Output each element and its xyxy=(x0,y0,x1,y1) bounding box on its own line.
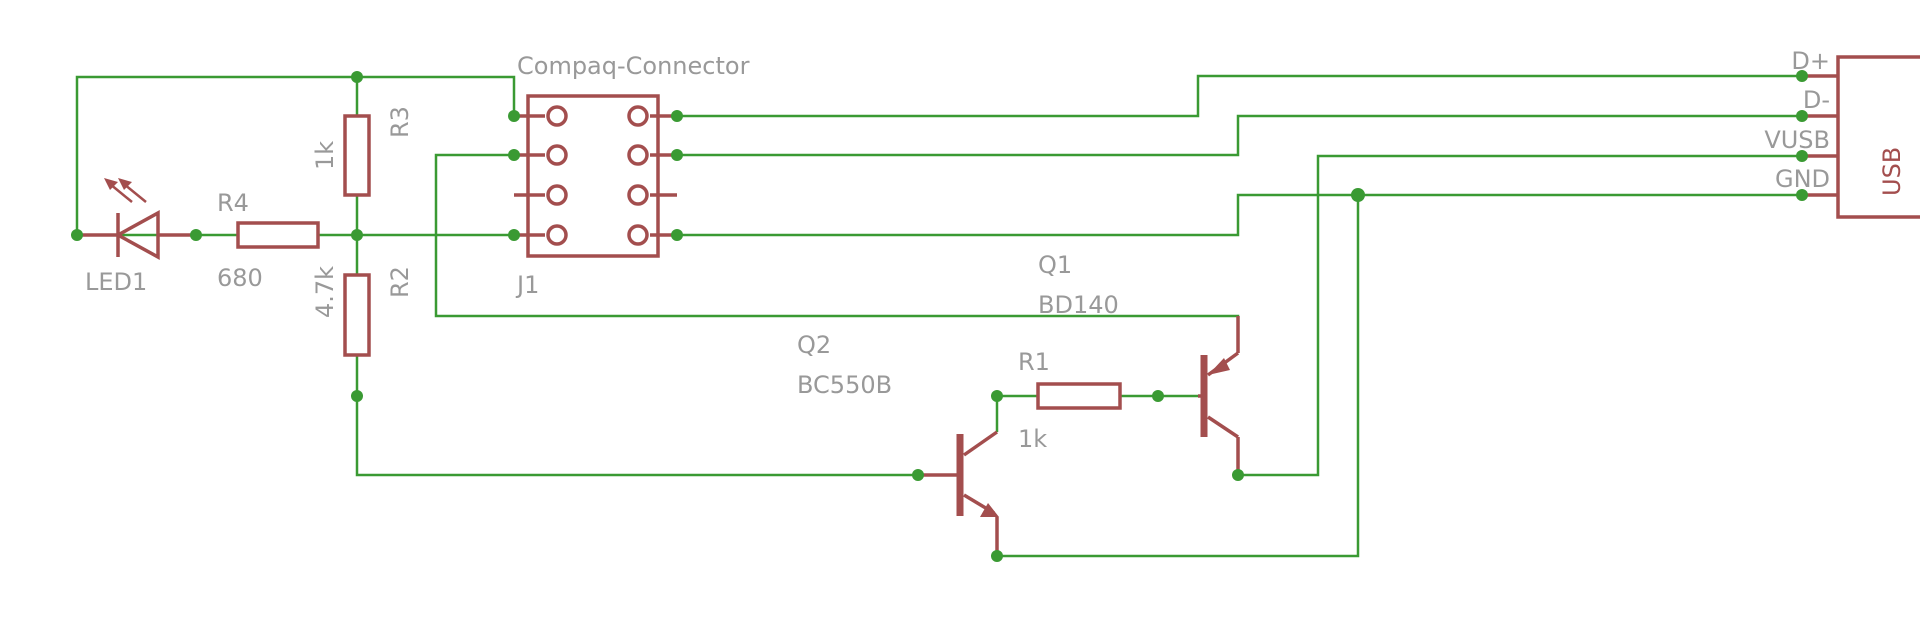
r4-name: R4 xyxy=(217,189,249,217)
junction-dot xyxy=(351,229,363,241)
labels: Compaq-Connector J1 LED1 R4 680 R3 1k R2… xyxy=(85,47,1906,453)
r4-value: 680 xyxy=(217,264,263,292)
usb-pin-gnd: GND xyxy=(1775,165,1830,193)
junction-dot xyxy=(508,229,520,241)
wire-led-top-loop xyxy=(75,75,516,235)
junction-dot xyxy=(1351,188,1365,202)
junction-dot xyxy=(671,149,683,161)
usb-pin-dplus: D+ xyxy=(1791,47,1830,75)
junction-dot xyxy=(1796,150,1808,162)
junction-dot xyxy=(351,390,363,402)
r1-name: R1 xyxy=(1018,348,1050,376)
r2-value: 4.7k xyxy=(311,266,339,318)
r1-symbol xyxy=(1036,382,1122,410)
wire-j1-gnd xyxy=(677,193,1802,237)
r3-name: R3 xyxy=(386,106,414,138)
wire-j1-dplus xyxy=(677,74,1802,118)
junction-dot xyxy=(71,229,83,241)
connector-title: Compaq-Connector xyxy=(517,52,750,80)
junction-dot xyxy=(190,229,202,241)
j1-name: J1 xyxy=(515,271,539,299)
q1-name: Q1 xyxy=(1038,251,1072,279)
led1-name: LED1 xyxy=(85,268,147,296)
usb-pin-dminus: D- xyxy=(1803,86,1830,114)
q2-name: Q2 xyxy=(797,331,831,359)
junction-dot xyxy=(671,229,683,241)
j1-connector-symbol xyxy=(514,94,677,258)
junction-dots xyxy=(71,70,1808,562)
led1-symbol xyxy=(77,178,196,260)
r2-symbol xyxy=(343,273,371,357)
q2-value: BC550B xyxy=(797,371,892,399)
wire-q1-vusb xyxy=(1238,154,1802,477)
r4-symbol xyxy=(236,221,320,249)
usb-pin-vusb: VUSB xyxy=(1764,126,1830,154)
q2-transistor-symbol xyxy=(918,430,999,556)
r2-name: R2 xyxy=(386,266,414,298)
r3-symbol xyxy=(343,114,371,197)
junction-dot xyxy=(1796,110,1808,122)
junction-dot xyxy=(508,110,520,122)
wire-j1-dminus xyxy=(677,114,1802,157)
junction-dot xyxy=(991,390,1003,402)
q1-value: BD140 xyxy=(1038,291,1119,319)
junction-dot xyxy=(912,469,924,481)
junction-dot xyxy=(1796,189,1808,201)
junction-dot xyxy=(1796,70,1808,82)
usb-name: USB xyxy=(1878,147,1906,196)
junction-dot xyxy=(671,110,683,122)
junction-dot xyxy=(991,550,1003,562)
junction-dot xyxy=(1152,390,1164,402)
junction-dot xyxy=(1232,469,1244,481)
junction-dot xyxy=(508,149,520,161)
r1-value: 1k xyxy=(1018,425,1047,453)
q1-transistor-symbol xyxy=(1198,316,1240,475)
wire-gnd-q2-emitter xyxy=(997,195,1360,558)
r3-value: 1k xyxy=(311,141,339,170)
junction-dot xyxy=(351,71,363,83)
